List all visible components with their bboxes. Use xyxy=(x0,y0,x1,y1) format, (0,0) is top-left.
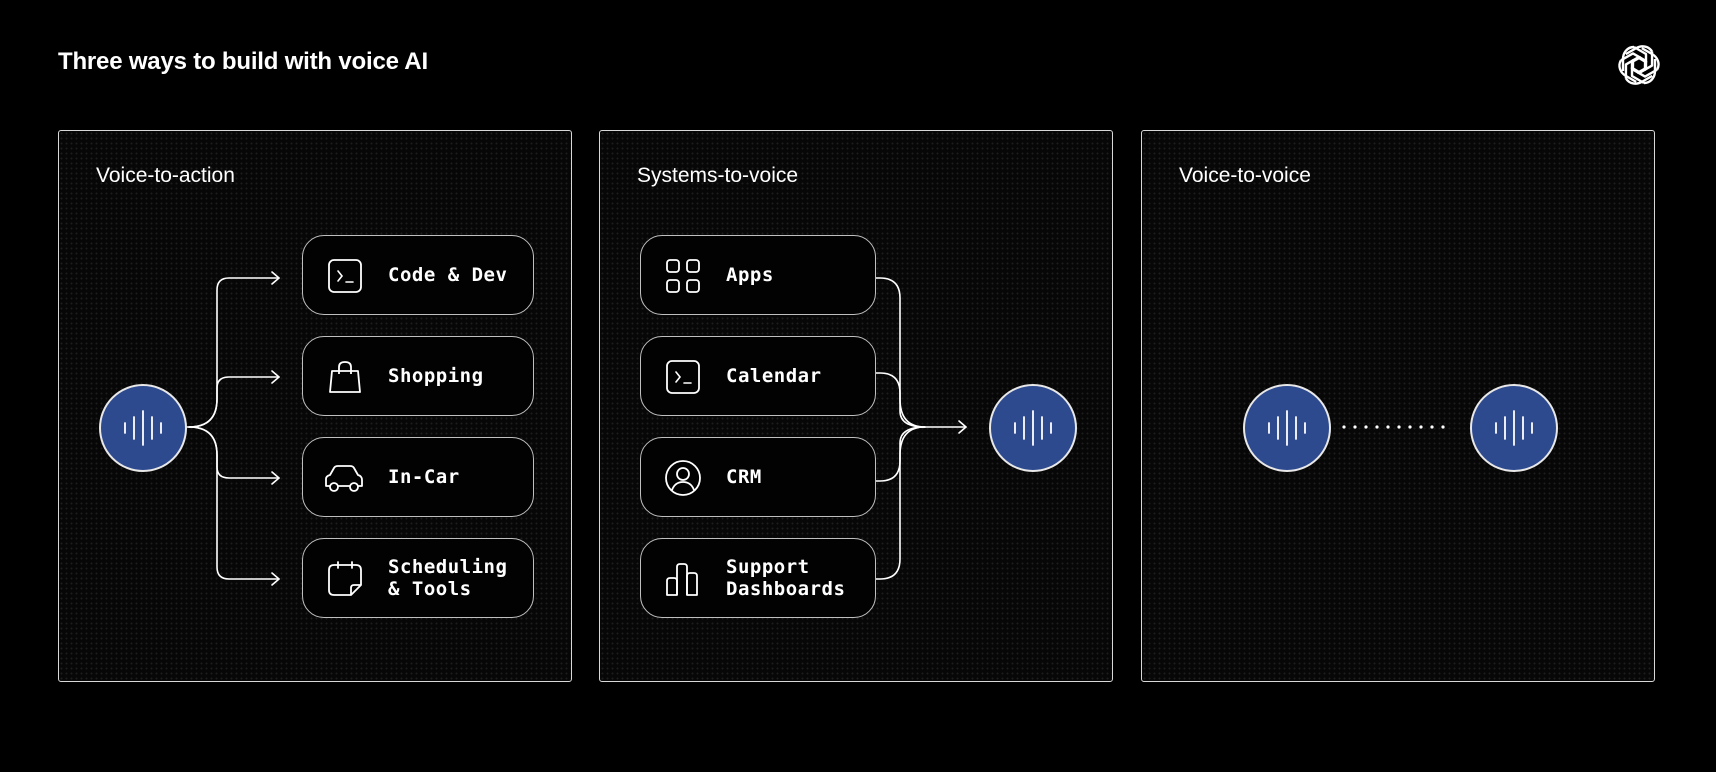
panel-title: Voice-to-action xyxy=(96,164,235,187)
item-apps: Apps xyxy=(640,235,876,315)
waveform-icon xyxy=(1495,410,1533,446)
item-label: Calendar xyxy=(726,365,822,387)
item-code-dev: Code & Dev xyxy=(302,235,534,315)
panel-systems-to-voice: Systems-to-voice Apps xyxy=(599,130,1113,682)
panel-voice-to-voice: Voice-to-voice xyxy=(1141,130,1655,682)
waveform-icon xyxy=(124,410,162,446)
item-label: Apps xyxy=(726,264,774,286)
apps-grid-icon xyxy=(666,259,700,293)
waveform-icon xyxy=(1268,410,1306,446)
item-label: Code & Dev xyxy=(388,264,508,286)
item-scheduling-tools: Scheduling & Tools xyxy=(302,538,534,618)
item-support-dashboards: Support Dashboards xyxy=(640,538,876,618)
page-title: Three ways to build with voice AI xyxy=(58,48,428,75)
connector-lines xyxy=(182,271,280,586)
panel-title: Systems-to-voice xyxy=(637,164,799,187)
panel-title: Voice-to-voice xyxy=(1179,164,1311,187)
item-shopping: Shopping xyxy=(302,336,534,416)
shopping-bag-icon xyxy=(329,361,361,393)
item-label: Shopping xyxy=(388,365,484,387)
openai-logo-icon xyxy=(1614,40,1664,90)
user-circle-icon xyxy=(665,460,701,496)
item-calendar: Calendar xyxy=(640,336,876,416)
voice-node-left xyxy=(1243,384,1331,472)
item-crm: CRM xyxy=(640,437,876,517)
calendar-note-icon xyxy=(328,561,362,596)
connector-lines xyxy=(874,277,967,580)
item-label: In-Car xyxy=(388,466,460,488)
item-in-car: In-Car xyxy=(302,437,534,517)
panel-voice-to-action: Voice-to-action Code & Dev xyxy=(58,130,572,682)
terminal-icon xyxy=(666,360,700,394)
car-icon xyxy=(325,465,363,492)
voice-node xyxy=(99,384,187,472)
waveform-icon xyxy=(1014,410,1052,446)
dotted-connector xyxy=(1342,425,1445,429)
voice-node xyxy=(989,384,1077,472)
item-label: Support Dashboards xyxy=(726,556,846,600)
item-label: CRM xyxy=(726,466,762,488)
item-label: Scheduling & Tools xyxy=(388,556,508,600)
voice-node-right xyxy=(1470,384,1558,472)
terminal-icon xyxy=(328,259,362,293)
bar-chart-icon xyxy=(666,563,698,596)
